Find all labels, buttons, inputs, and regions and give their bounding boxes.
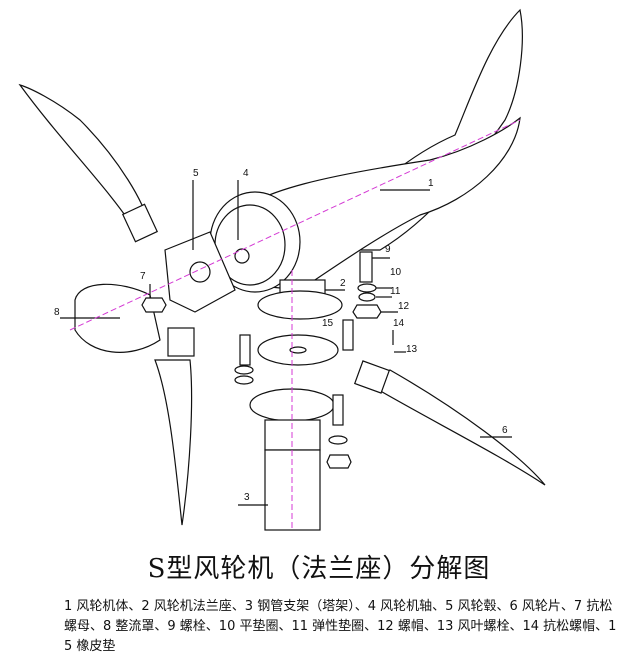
callout-10: 10 [390, 267, 402, 278]
blade-root-lower [167, 327, 195, 357]
callout-8: 8 [54, 307, 60, 318]
callout-1: 1 [428, 178, 434, 189]
callout-2: 2 [340, 278, 346, 289]
callout-4: 4 [243, 168, 249, 179]
washer-11 [358, 292, 376, 302]
blade-lower-left [154, 359, 193, 526]
callout-14: 14 [393, 318, 405, 329]
bolt-low [332, 394, 344, 426]
blade-root-right [353, 360, 391, 394]
callout-12: 12 [398, 301, 410, 312]
blade-lower-right [368, 369, 546, 486]
diagram-title: S型风轮机（法兰座）分解图 [147, 554, 491, 584]
callout-6: 6 [502, 425, 508, 436]
blade-root-upper [121, 203, 159, 243]
bolt-mid [342, 319, 354, 351]
washer-10 [357, 283, 377, 293]
nut-12 [352, 304, 382, 319]
flange-middle-hole [289, 346, 307, 354]
exploded-diagram: 1 2 3 4 5 6 7 8 9 10 11 12 13 14 15 [18, 8, 546, 531]
washer-low [328, 435, 348, 445]
bolt-left [239, 334, 251, 366]
callout-5: 5 [193, 168, 199, 179]
washer-left [234, 365, 254, 375]
callout-7: 7 [140, 271, 146, 282]
bolt-9 [359, 251, 373, 283]
callout-13: 13 [406, 344, 418, 355]
callout-11: 11 [390, 286, 401, 297]
callout-3: 3 [244, 492, 250, 503]
flange-seat [257, 290, 343, 320]
blade-upper-left [18, 83, 149, 231]
callout-9: 9 [385, 244, 391, 255]
parts-legend: 1 风轮机体、2 风轮机法兰座、3 钢管支架（塔架）、4 风轮机轴、5 风轮毂、… [64, 599, 617, 654]
nacelle-body [234, 116, 521, 291]
hub-bore [189, 261, 211, 283]
nut-7 [141, 297, 167, 313]
callout-15: 15 [322, 318, 334, 329]
washer-left-2 [234, 375, 254, 385]
nut-low [326, 454, 352, 469]
shaft [234, 248, 250, 264]
